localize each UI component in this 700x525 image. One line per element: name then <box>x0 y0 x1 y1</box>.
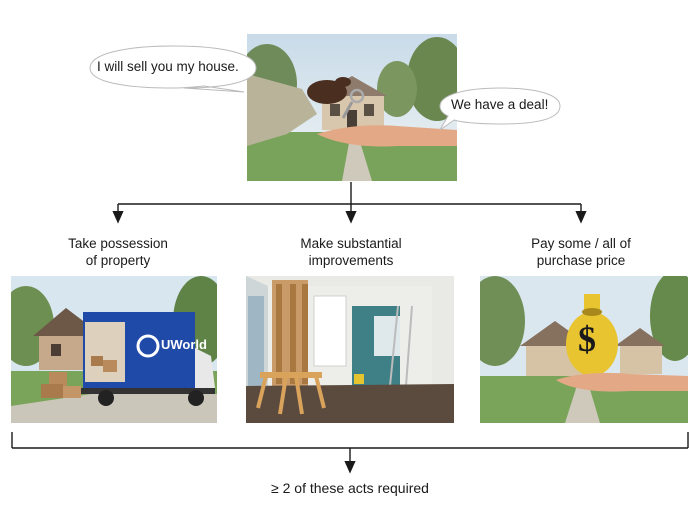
seller-speech-text: I will sell you my house. <box>97 59 239 74</box>
buyer-speech-bubble <box>439 87 561 131</box>
key-handover-photo <box>247 34 457 181</box>
conclusion-text: ≥ 2 of these acts required <box>271 480 429 496</box>
money-bag-photo: $ <box>480 276 688 423</box>
act-label-line: Pay some / all of <box>531 236 631 251</box>
truck-logo-text: UWorld <box>161 337 207 352</box>
renovation-room-photo <box>246 276 454 423</box>
dollar-sign-icon: $ <box>578 319 596 359</box>
act-label-payment: Pay some / all of purchase price <box>481 235 681 269</box>
act-label-line: Take possession <box>68 236 168 251</box>
act-label-possession: Take possession of property <box>18 235 218 269</box>
act-label-line: improvements <box>308 253 394 268</box>
act-label-line: Make substantial <box>300 236 402 251</box>
act-label-line: of property <box>85 253 151 268</box>
buyer-speech-text: We have a deal! <box>451 97 549 112</box>
act-label-line: purchase price <box>536 253 626 268</box>
moving-truck-photo: UWorld <box>11 276 217 423</box>
seller-speech-bubble <box>89 45 257 93</box>
act-label-improvements: Make substantial improvements <box>251 235 451 269</box>
